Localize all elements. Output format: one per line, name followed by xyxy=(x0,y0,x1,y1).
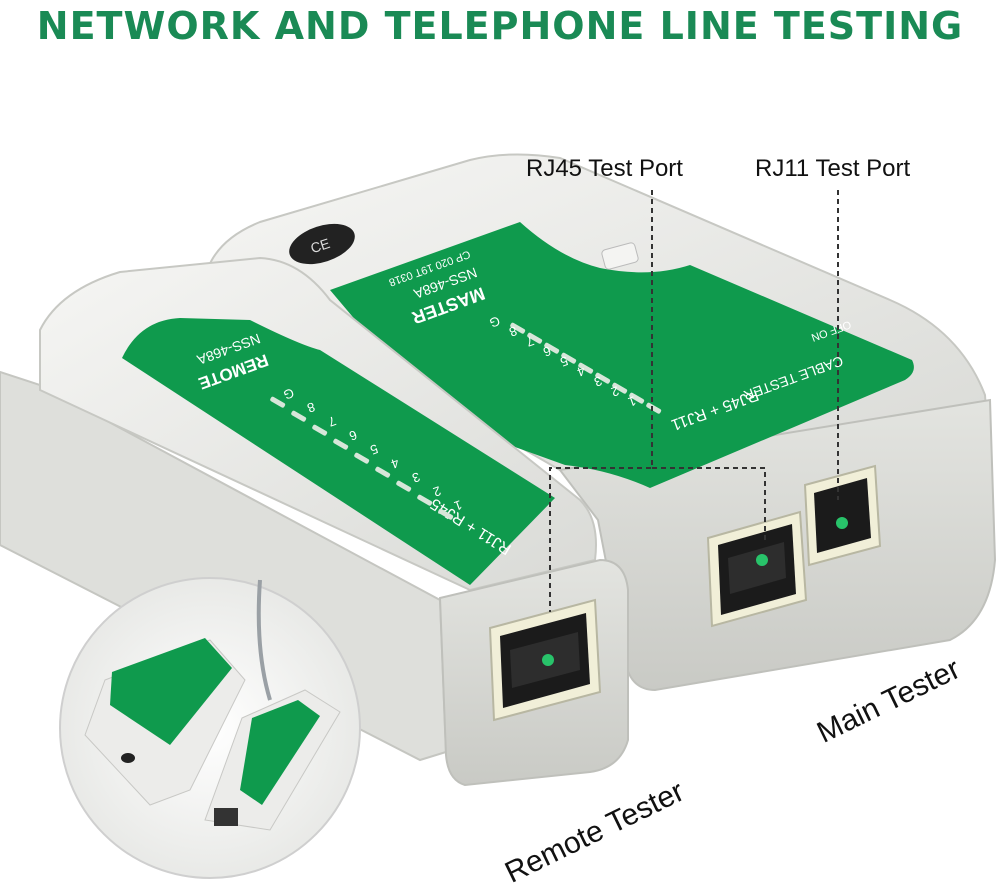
master-led-1 xyxy=(510,322,526,334)
inset-photo xyxy=(59,577,361,879)
remote-pin-label-9: 1 xyxy=(452,497,464,514)
remote-pin-label-2: 8 xyxy=(305,399,317,416)
master-led-6 xyxy=(595,372,611,384)
master-pin-label-6: 4 xyxy=(575,363,587,380)
remote-led-5 xyxy=(354,452,370,464)
master-led-3 xyxy=(544,342,560,354)
rj11-callout: RJ11 Test Port xyxy=(755,155,911,182)
remote-led-1 xyxy=(270,396,286,408)
remote-led-6 xyxy=(375,466,391,478)
master-pin-label-3: 7 xyxy=(524,333,536,350)
remote-pin-label-5: 5 xyxy=(368,441,380,458)
remote-rj45-port[interactable] xyxy=(488,598,602,722)
main-rj11-port[interactable] xyxy=(803,464,882,567)
remote-led-2 xyxy=(291,410,307,422)
remote-led-4 xyxy=(333,438,349,450)
svg-text:CE: CE xyxy=(308,235,331,256)
remote-rj45-led-icon xyxy=(542,654,554,666)
master-pin-label-9: 1 xyxy=(626,393,638,410)
headline: NETWORK AND TELEPHONE LINE TESTING xyxy=(36,4,964,48)
master-pin-label-7: 3 xyxy=(592,373,604,390)
callout-leaders xyxy=(549,190,839,612)
remote-led-9 xyxy=(438,508,454,520)
master-pin-label-5: 5 xyxy=(558,353,570,370)
main-rj11-led-icon xyxy=(836,517,848,529)
ce-badge-icon xyxy=(289,223,355,265)
master-pin-label-1: G xyxy=(487,313,502,331)
main-rj45-led-icon xyxy=(756,554,768,566)
power-switch[interactable] xyxy=(601,242,639,270)
remote-pin-label-1: G xyxy=(281,385,296,403)
master-pin-label-8: 2 xyxy=(609,383,621,400)
remote-led-3 xyxy=(312,424,328,436)
master-led-4 xyxy=(561,352,577,364)
remote-pin-label-4: 6 xyxy=(347,427,359,444)
master-pin-label-4: 6 xyxy=(541,343,553,360)
master-led-8 xyxy=(629,392,645,404)
remote-led-7 xyxy=(396,480,412,492)
master-pin-label-2: 8 xyxy=(507,323,519,340)
master-led-2 xyxy=(527,332,543,344)
remote-pin-label-6: 4 xyxy=(389,455,401,472)
rj45-callout: RJ45 Test Port xyxy=(526,155,683,182)
master-led-9 xyxy=(646,402,662,414)
remote-pin-label-3: 7 xyxy=(326,413,338,430)
remote-led-8 xyxy=(417,494,433,506)
master-led-5 xyxy=(578,362,594,374)
remote-pin-label-7: 3 xyxy=(410,469,422,486)
remote-pin-label-8: 2 xyxy=(431,483,443,500)
master-led-7 xyxy=(612,382,628,394)
main-rj45-port[interactable] xyxy=(706,510,808,628)
